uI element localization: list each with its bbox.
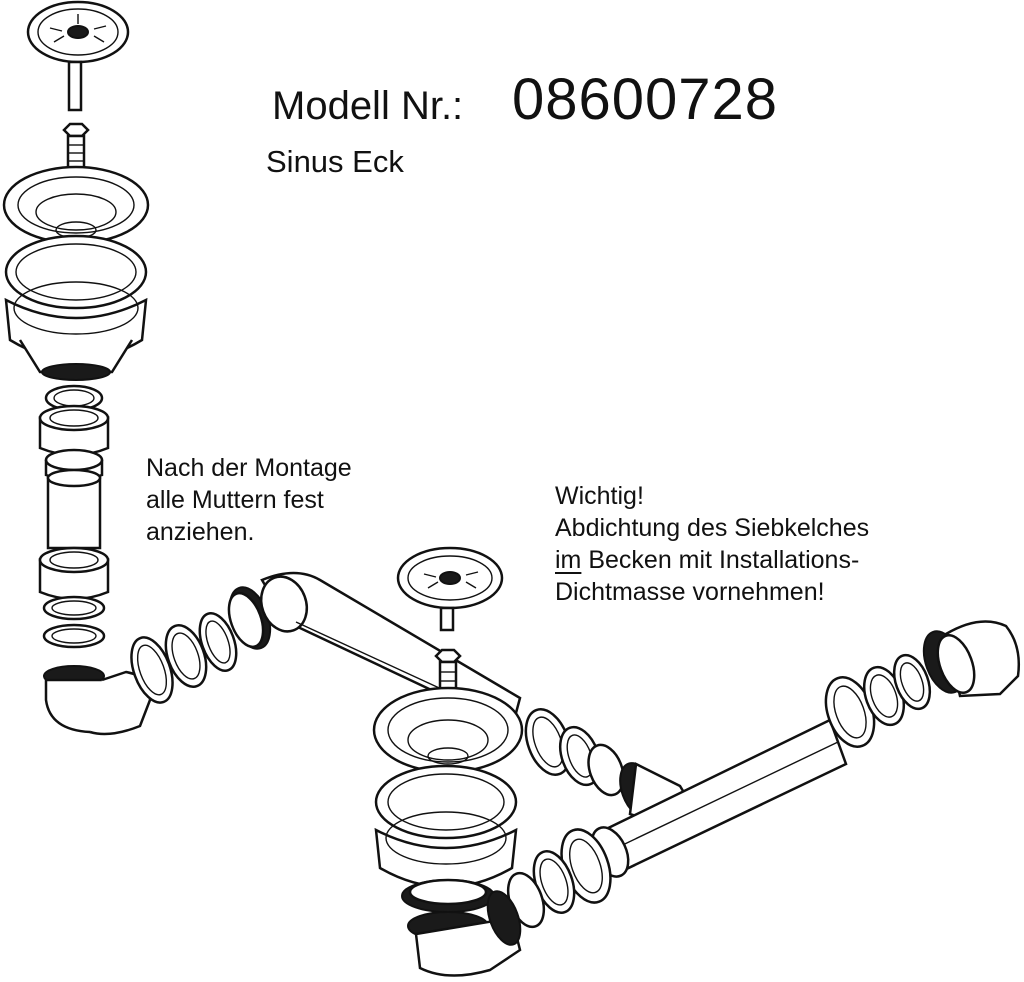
- sink-flange-right: [372, 686, 524, 774]
- assembly-note: Nach der Montage alle Muttern fest anzie…: [146, 452, 352, 548]
- strainer-basket-left: [26, 0, 130, 112]
- horizontal-fittings-bottom: [486, 828, 612, 946]
- elbow-right: [936, 620, 1020, 698]
- sink-flange-left: [2, 165, 150, 245]
- important-note: Wichtig! Abdichtung des Siebkelches im B…: [555, 480, 869, 608]
- strainer-basket-right: [396, 546, 504, 632]
- important-note-line-rest: Becken mit Installations-: [581, 546, 860, 574]
- important-note-underlined: im: [555, 546, 582, 574]
- long-pipe-right: [590, 718, 848, 878]
- important-note-line: Abdichtung des Siebkelches: [555, 514, 870, 542]
- important-note-line: Dichtmasse vornehmen!: [555, 578, 825, 606]
- horizontal-fittings-left: [130, 586, 272, 704]
- important-note-line: im Becken mit Installations-: [555, 544, 869, 576]
- important-note-title: Wichtig!: [555, 482, 644, 510]
- horizontal-fittings-mid: [524, 708, 694, 824]
- strainer-body-right: [374, 764, 522, 977]
- model-name: Sinus Eck: [266, 144, 404, 179]
- model-number: 08600728: [512, 67, 779, 132]
- model-label: Modell Nr.:: [272, 84, 464, 128]
- assembly-note-line: alle Muttern fest: [146, 486, 324, 514]
- strainer-body-left: [4, 234, 148, 381]
- assembly-note-line: Nach der Montage: [146, 454, 352, 482]
- assembly-note-line: anziehen.: [146, 518, 255, 546]
